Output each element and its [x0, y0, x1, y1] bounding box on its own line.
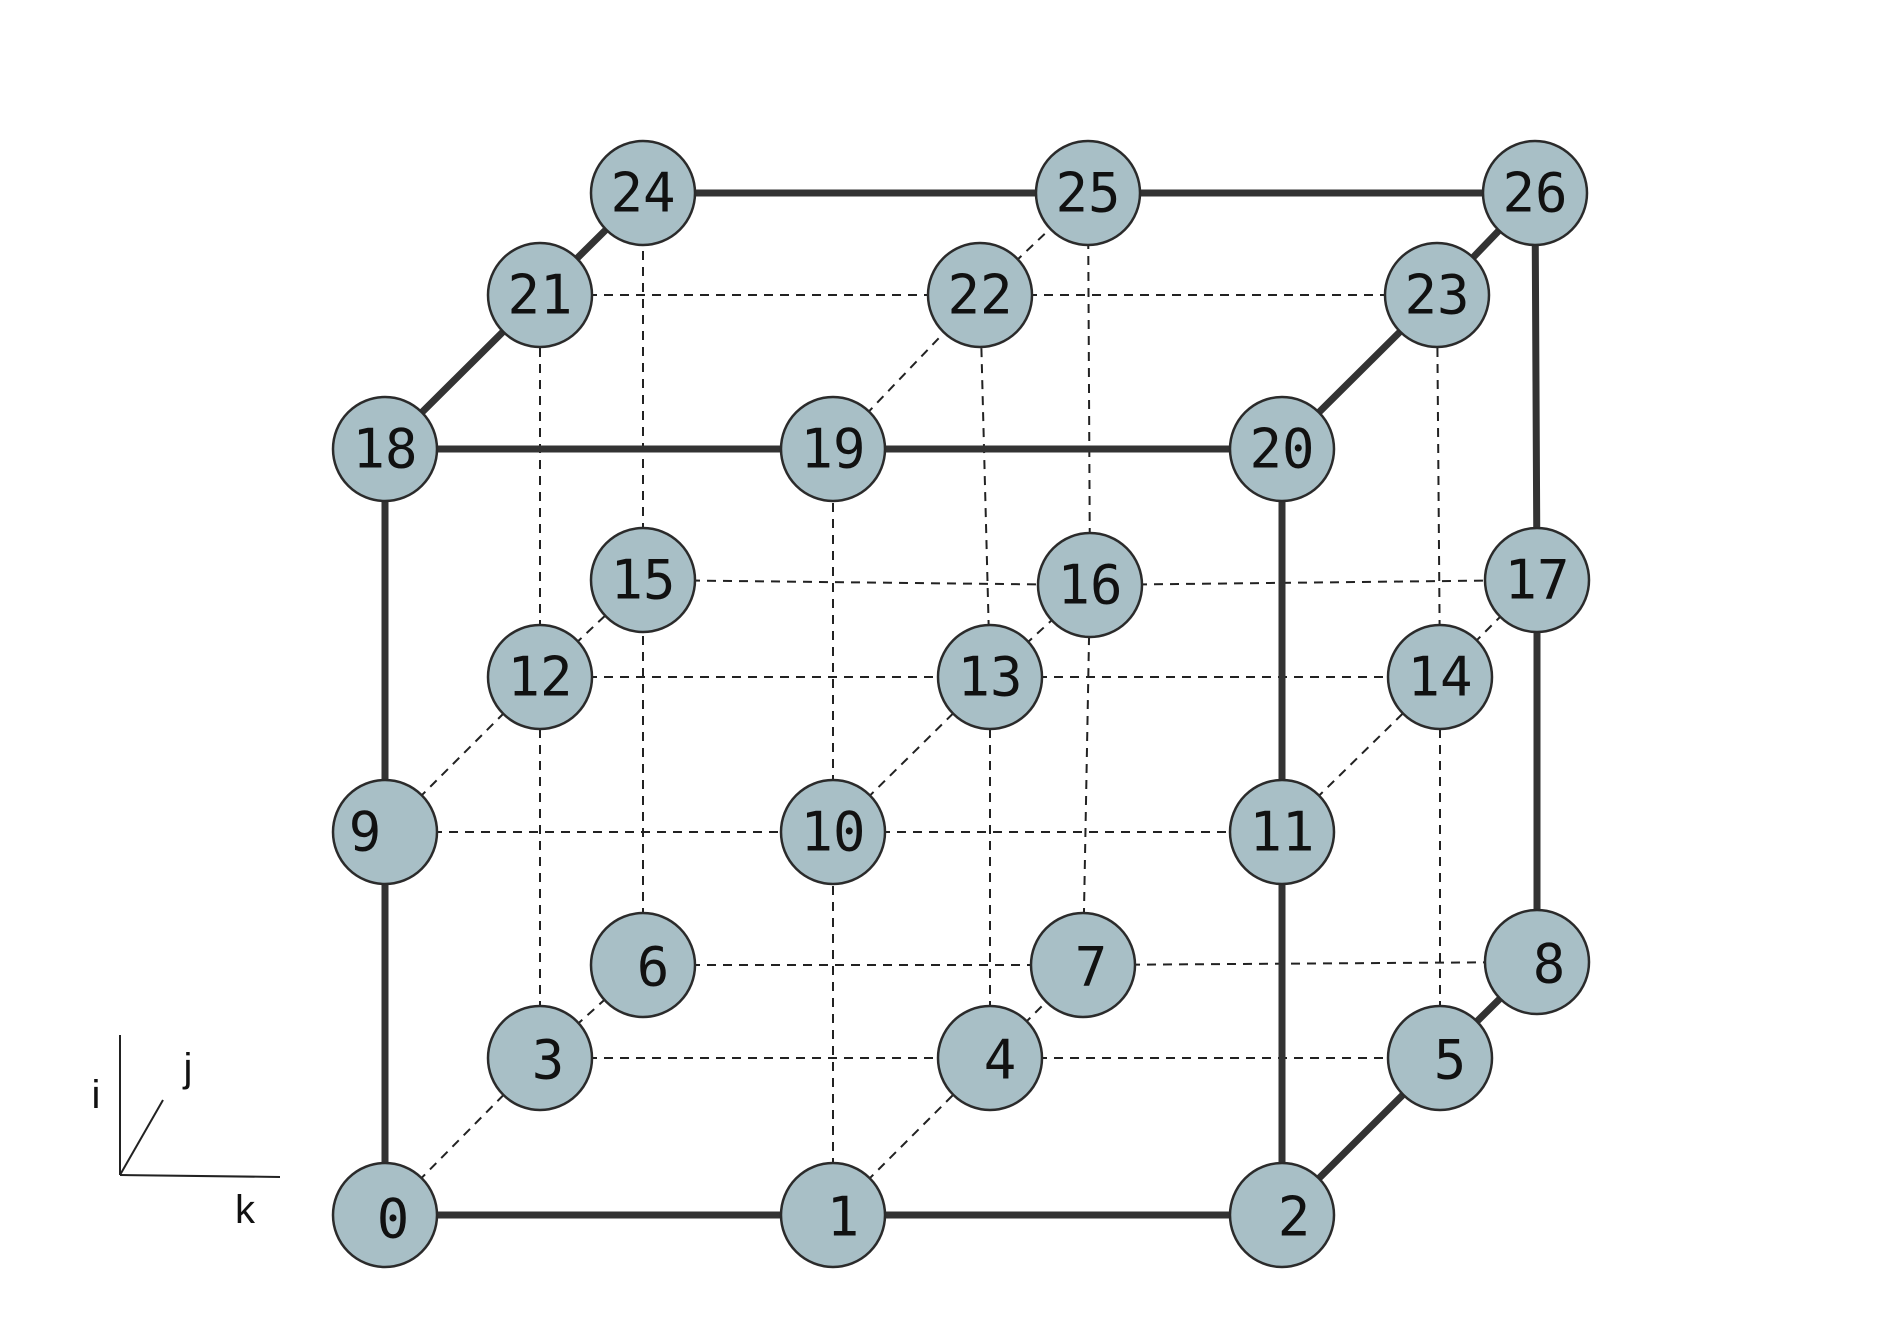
- axis-j-label: j: [183, 1046, 193, 1090]
- node-label: 3: [532, 1029, 565, 1092]
- node-label: 26: [1502, 162, 1567, 225]
- node-label: 12: [507, 646, 572, 709]
- node-21: 21: [486, 241, 594, 349]
- node-label: 8: [1533, 933, 1566, 996]
- node-3: 3: [486, 1004, 594, 1112]
- axis-k-line: [119, 1174, 281, 1178]
- node-19: 19: [779, 395, 887, 503]
- node-circle: [1481, 139, 1589, 247]
- node-label: 22: [947, 264, 1012, 327]
- node-circle: [936, 1004, 1044, 1112]
- node-circle: [1383, 241, 1491, 349]
- node-circle: [331, 778, 439, 886]
- node-label: 0: [377, 1188, 410, 1251]
- solid-edge-17-26: [1531, 189, 1541, 584]
- axis-k-label: k: [235, 1188, 256, 1232]
- node-label: 1: [827, 1186, 860, 1249]
- dashed-edge-16-17: [1089, 579, 1538, 586]
- dashed-edge-14-23: [1436, 294, 1441, 678]
- node-label: 17: [1504, 549, 1569, 612]
- node-25: 25: [1034, 139, 1142, 247]
- node-circle: [331, 395, 439, 503]
- node-label: 7: [1075, 936, 1108, 999]
- node-8: 8: [1483, 908, 1591, 1016]
- node-circle: [1483, 526, 1591, 634]
- dashed-edge-16-25: [1087, 192, 1091, 586]
- node-10: 10: [779, 778, 887, 886]
- node-circle: [779, 1161, 887, 1269]
- node-label: 18: [352, 418, 417, 481]
- node-circle: [926, 241, 1034, 349]
- node-11: 11: [1228, 778, 1336, 886]
- node-20: 20: [1228, 395, 1336, 503]
- node-circle: [936, 623, 1044, 731]
- node-label: 25: [1055, 162, 1120, 225]
- node-circle: [589, 526, 697, 634]
- node-label: 24: [610, 162, 675, 225]
- node-16: 16: [1036, 531, 1144, 639]
- axis-indicator: i j k: [92, 1035, 281, 1232]
- node-12: 12: [486, 623, 594, 731]
- dashed-edge-15-16: [642, 579, 1091, 586]
- node-5: 5: [1386, 1004, 1494, 1112]
- node-label: 23: [1404, 264, 1469, 327]
- node-circle: [1483, 908, 1591, 1016]
- node-circle: [1029, 911, 1137, 1019]
- node-circle: [486, 623, 594, 731]
- node-circle: [779, 395, 887, 503]
- node-circle: [1228, 778, 1336, 886]
- node-circle: [1386, 1004, 1494, 1112]
- node-9: 9: [331, 778, 439, 886]
- node-circle: [589, 139, 697, 247]
- axis-j-line: [119, 1099, 164, 1176]
- node-2: 2: [1228, 1161, 1336, 1269]
- node-label: 20: [1249, 418, 1314, 481]
- node-14: 14: [1386, 623, 1494, 731]
- node-22: 22: [926, 241, 1034, 349]
- node-label: 6: [637, 936, 670, 999]
- node-0: 0: [331, 1161, 439, 1269]
- node-15: 15: [589, 526, 697, 634]
- node-circle: [1228, 1161, 1336, 1269]
- node-circle: [589, 911, 697, 1019]
- node-6: 6: [589, 911, 697, 1019]
- node-label: 21: [507, 264, 572, 327]
- node-17: 17: [1483, 526, 1591, 634]
- node-circle: [1036, 531, 1144, 639]
- node-circle: [486, 1004, 594, 1112]
- node-label: 9: [349, 801, 382, 864]
- node-label: 15: [610, 549, 675, 612]
- node-circle: [779, 778, 887, 886]
- node-label: 4: [984, 1029, 1017, 1092]
- node-23: 23: [1383, 241, 1491, 349]
- node-label: 2: [1278, 1186, 1311, 1249]
- node-4: 4: [936, 1004, 1044, 1112]
- dashed-edge-13-22: [979, 294, 991, 678]
- node-label: 11: [1249, 801, 1314, 864]
- node-18: 18: [331, 395, 439, 503]
- node-label: 13: [957, 646, 1022, 709]
- node-circle: [1034, 139, 1142, 247]
- node-7: 7: [1029, 911, 1137, 1019]
- node-1: 1: [779, 1161, 887, 1269]
- node-label: 19: [800, 418, 865, 481]
- dashed-edge-7-8: [1082, 961, 1538, 966]
- dashed-edge-7-16: [1082, 584, 1091, 966]
- node-circle: [1228, 395, 1336, 503]
- node-circle: [486, 241, 594, 349]
- node-label: 5: [1434, 1029, 1467, 1092]
- node-label: 16: [1057, 554, 1122, 617]
- node-13: 13: [936, 623, 1044, 731]
- node-circle: [331, 1161, 439, 1269]
- node-label: 10: [800, 801, 865, 864]
- node-24: 24: [589, 139, 697, 247]
- node-label: 14: [1407, 646, 1472, 709]
- node-circle: [1386, 623, 1494, 731]
- axis-i-label: i: [92, 1073, 101, 1117]
- node-26: 26: [1481, 139, 1589, 247]
